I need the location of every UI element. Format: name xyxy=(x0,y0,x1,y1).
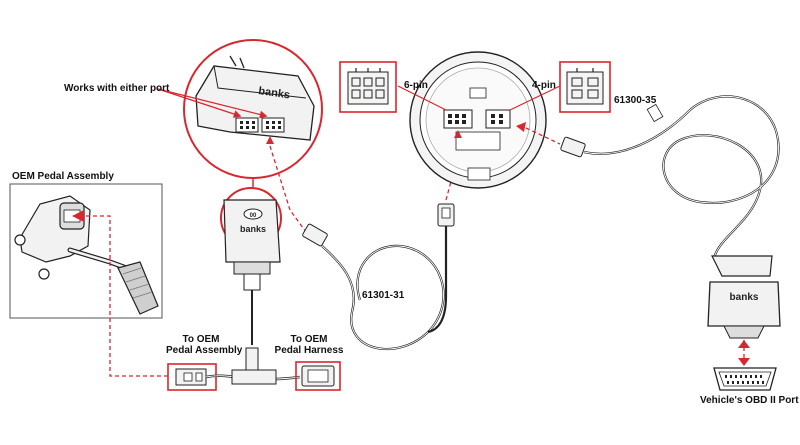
to-oem-pedal-assembly-line2: Pedal Assembly xyxy=(166,345,243,356)
small-module: 00 banks xyxy=(220,187,282,345)
gauge-top-tab xyxy=(469,87,487,99)
small-module-logo: banks xyxy=(240,224,266,234)
small-module-badge-text: 00 xyxy=(250,213,257,219)
small-module-body xyxy=(223,199,281,263)
pedal-mount-hole xyxy=(38,268,50,280)
cable-61300-label-tag xyxy=(646,103,664,123)
four-pin-callout-pins xyxy=(571,77,599,99)
harness-left-pin-block xyxy=(195,372,203,382)
harness-right-highlight xyxy=(295,361,341,391)
module-cable-stub xyxy=(229,55,245,69)
gauge-4pin-pins xyxy=(491,114,503,124)
four-pin-callout-connector xyxy=(566,71,604,105)
harness-branch-boot xyxy=(245,347,259,373)
t-harness xyxy=(167,347,341,391)
pedal-mount-hole xyxy=(14,234,26,246)
harness-right-socket xyxy=(307,369,329,383)
vehicle-obd-port-label: Vehicle's OBD II Port xyxy=(700,395,799,406)
small-module-badge xyxy=(243,208,263,220)
to-oem-pedal-harness-line1: To OEM xyxy=(290,334,328,345)
obd-arrow-bottom xyxy=(738,358,750,366)
to-oem-pedal-harness-label: To OEM Pedal Harness xyxy=(272,334,346,356)
gauge-4pin-arrow xyxy=(516,122,526,132)
four-pin-leader xyxy=(509,85,561,111)
either-port-arrow-left xyxy=(157,88,242,118)
module-port-arrow xyxy=(266,136,274,144)
gauge-4pin-dashed-path xyxy=(525,127,561,145)
works-with-either-port-label: Works with either port xyxy=(64,83,170,94)
gauge-4pin-port xyxy=(485,109,511,129)
module-port-right xyxy=(261,117,285,133)
harness-left-latch xyxy=(183,372,193,382)
four-pin-label: 4-pin xyxy=(532,80,556,91)
module-logo: banks xyxy=(258,85,291,101)
either-port-arrow-right xyxy=(157,88,268,119)
gauge-6pin-pins xyxy=(448,114,466,124)
gauge-back-plate xyxy=(425,67,531,173)
module-zoom: banks xyxy=(157,39,323,179)
gauge xyxy=(397,51,561,189)
obd-connector-cap xyxy=(711,255,773,277)
obd-connector-logo: banks xyxy=(730,292,759,303)
cable-61300-loop-inner xyxy=(583,95,779,259)
six-pin-callout-connector xyxy=(347,71,389,105)
six-pin-leader xyxy=(397,85,447,111)
small-module-base xyxy=(233,261,271,275)
module-port-left xyxy=(235,117,259,133)
cable-61301-connector-a xyxy=(302,223,328,247)
module-port-pins xyxy=(240,121,281,129)
six-pin-callout-pins xyxy=(351,77,385,99)
obd-connector-body xyxy=(707,281,781,327)
to-oem-pedal-assembly-label: To OEM Pedal Assembly xyxy=(166,334,243,356)
vehicle-obd-port xyxy=(713,367,777,391)
cable-61300-connector-a xyxy=(560,136,586,158)
four-pin-callout xyxy=(559,61,611,113)
pedal-pad-ribs xyxy=(122,267,153,299)
six-pin-callout-tabs xyxy=(355,68,381,72)
six-pin-label: 6-pin xyxy=(404,80,428,91)
gauge-6pin-port xyxy=(443,109,473,129)
cable-61300-loop xyxy=(583,95,780,259)
harness-splice-sleeve xyxy=(231,369,277,385)
cable-61301-31 xyxy=(302,147,461,351)
pedal-arrow xyxy=(72,210,84,222)
cable-61301-lead xyxy=(427,226,448,334)
oem-pedal-assembly-label: OEM Pedal Assembly xyxy=(12,171,114,182)
small-module-cable-boot xyxy=(243,273,261,291)
to-oem-pedal-harness-line2: Pedal Harness xyxy=(274,345,344,356)
pedal-pad xyxy=(117,261,159,315)
cable-61301-loop-inner xyxy=(321,245,445,350)
to-oem-pedal-assembly-line1: To OEM xyxy=(182,334,220,345)
cable-61301-connector-b-socket xyxy=(441,207,451,219)
pedal-dashed-path xyxy=(86,215,170,377)
six-pin-callout xyxy=(339,61,397,113)
part-61301-31-label: 61301-31 xyxy=(362,290,405,301)
gauge-lower-slot xyxy=(455,131,501,151)
gauge-6pin-arrow xyxy=(454,130,462,138)
obd-port-pins xyxy=(725,375,764,384)
four-pin-callout-tabs xyxy=(576,68,594,72)
part-61300-35-label: 61300-35 xyxy=(614,95,657,106)
cable-61300-35: banks xyxy=(560,95,781,366)
module-edge xyxy=(213,65,307,99)
oem-pedal-assembly xyxy=(9,183,163,319)
obd-connector-plug xyxy=(723,325,765,339)
gauge-bottom-tab xyxy=(467,167,491,181)
module-dashed-path xyxy=(269,145,307,233)
